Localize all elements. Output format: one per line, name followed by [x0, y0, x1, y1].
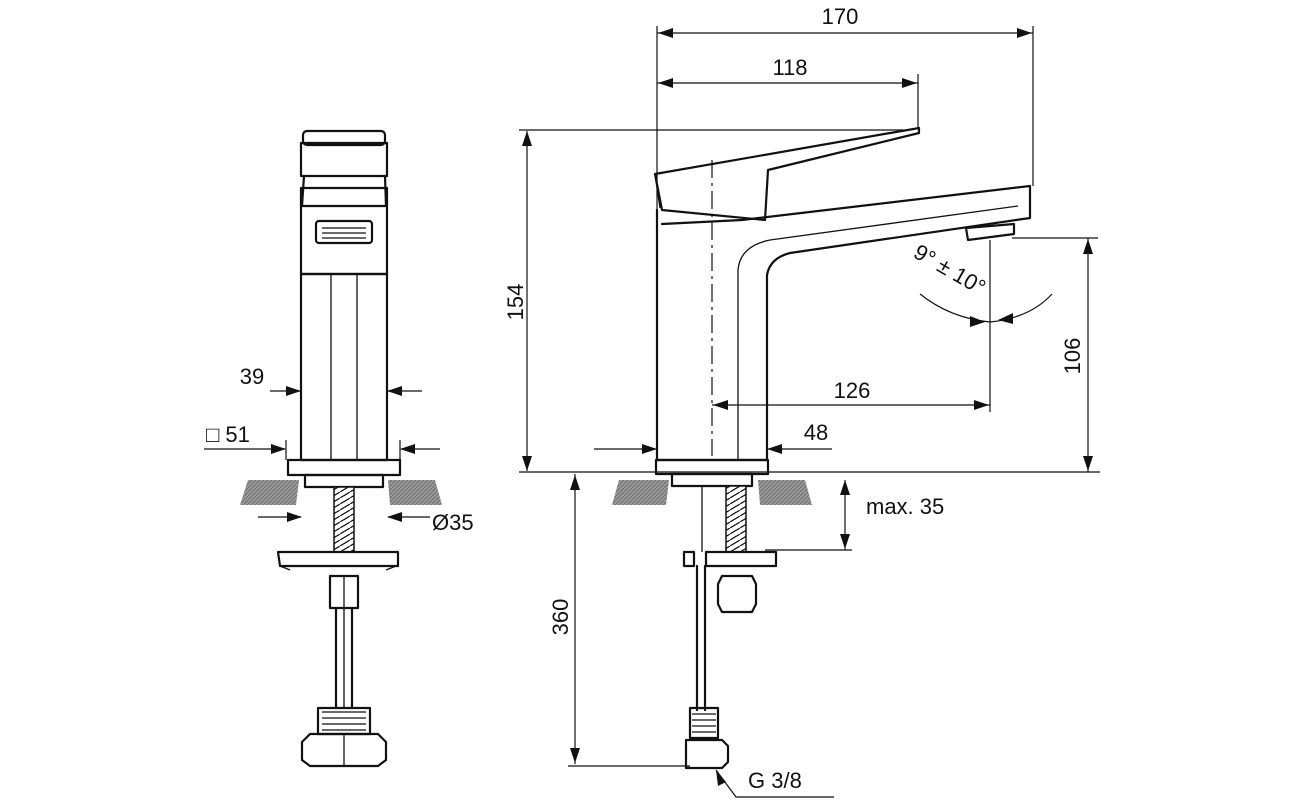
dim-label-170: 170 — [822, 4, 859, 29]
side-view-dimensions — [204, 386, 440, 522]
dim-label-126: 126 — [834, 378, 871, 403]
front-view-dimensions — [519, 26, 1100, 798]
dim-label-angle: 9° ± 10° — [909, 239, 990, 300]
dim-label-max-35: max. 35 — [866, 494, 944, 519]
dim-label-360: 360 — [548, 599, 573, 636]
dim-label-154: 154 — [503, 284, 528, 321]
dim-label-118: 118 — [772, 55, 807, 80]
front-view — [612, 126, 1032, 770]
side-view — [240, 129, 442, 768]
dim-label-hole-35: Ø35 — [432, 510, 474, 535]
dim-label-square-51: □ 51 — [206, 422, 250, 447]
dim-label-48: 48 — [804, 420, 828, 445]
dim-label-39: 39 — [240, 364, 264, 389]
dim-label-thread: G 3/8 — [748, 768, 802, 793]
dim-label-106: 106 — [1060, 338, 1085, 375]
